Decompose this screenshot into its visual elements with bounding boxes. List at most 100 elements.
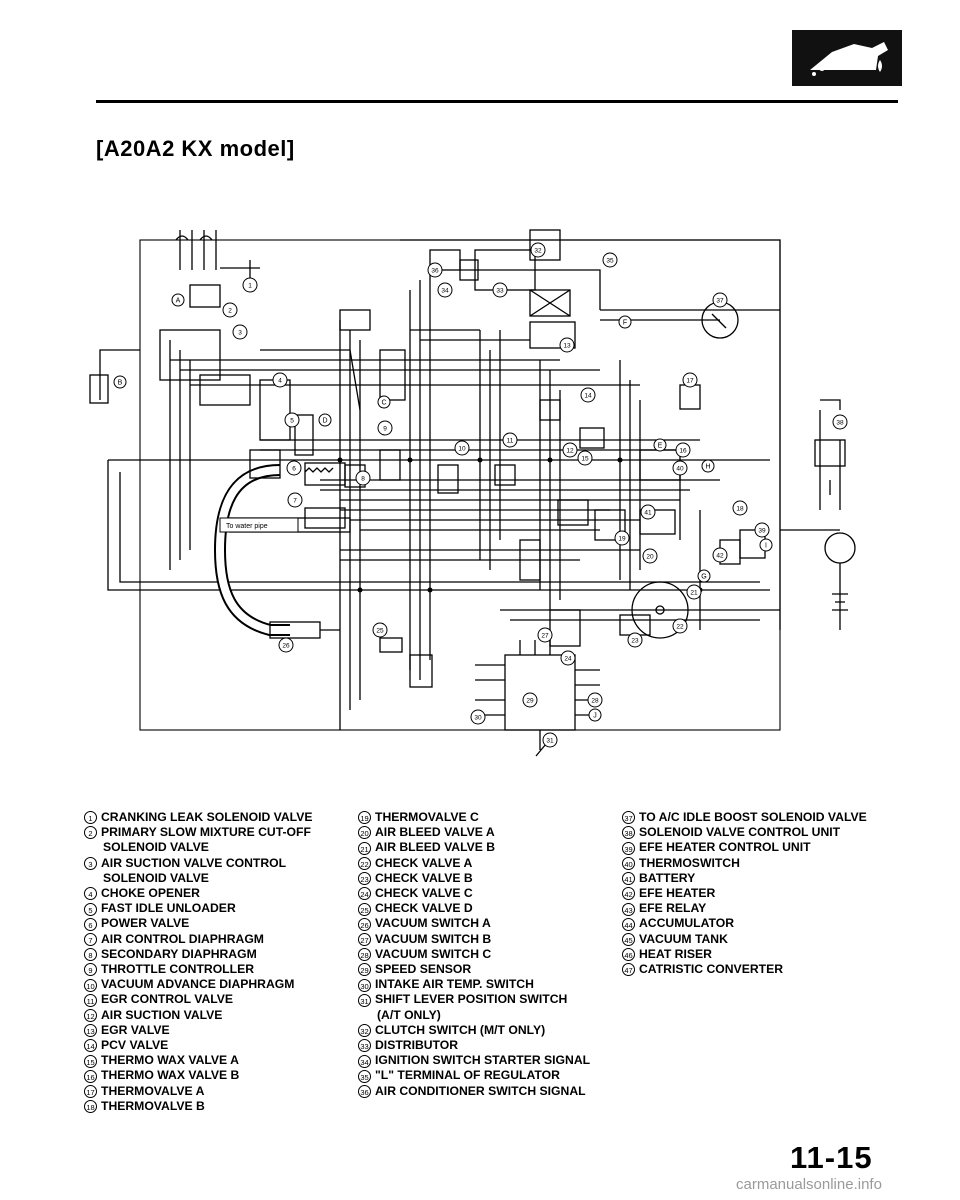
legend-item-number: 47 xyxy=(622,963,635,977)
legend-item: 11 EGR CONTROL VALVE xyxy=(84,992,312,1007)
diagram-connector-letter: F xyxy=(623,320,627,327)
diagram-callout-number: 27 xyxy=(541,633,549,640)
legend-item: 15 THERMO WAX VALVE A xyxy=(84,1053,312,1068)
legend-item-label: EFE HEATER xyxy=(639,886,716,901)
legend-item-number: 31 xyxy=(358,993,371,1007)
legend-item-number: 12 xyxy=(84,1008,97,1022)
legend-item-number: 32 xyxy=(358,1024,371,1038)
legend-item-number: 26 xyxy=(358,917,371,931)
legend-item-number: 40 xyxy=(622,856,635,870)
legend-item-number: 42 xyxy=(622,887,635,901)
legend-item-number: 27 xyxy=(358,932,371,946)
legend-item-number: 8 xyxy=(84,948,97,962)
legend-item-label: AIR BLEED VALVE A xyxy=(375,825,495,840)
legend-item-number: 7 xyxy=(84,932,97,946)
legend-item-number: 19 xyxy=(358,811,371,825)
legend-item-number: 21 xyxy=(358,841,371,855)
legend-item-number: 45 xyxy=(622,932,635,946)
legend-item-number: 44 xyxy=(622,917,635,931)
legend-item-label: SHIFT LEVER POSITION SWITCH xyxy=(375,992,568,1007)
legend-item-number: 9 xyxy=(84,963,97,977)
diagram-callout-number: 19 xyxy=(618,536,626,543)
legend-item-label: VACUUM SWITCH A xyxy=(375,916,491,931)
diagram-callout-number: 40 xyxy=(676,466,684,473)
legend-item-number: 38 xyxy=(622,826,635,840)
diagram-callout-number: 3 xyxy=(238,330,242,337)
legend-item-number: 18 xyxy=(84,1100,97,1114)
legend-item: 31 SHIFT LEVER POSITION SWITCH xyxy=(358,992,590,1007)
legend-item-label: CHOKE OPENER xyxy=(101,886,200,901)
diagram-callout-number: 21 xyxy=(690,590,698,597)
legend-item-label: THERMO WAX VALVE A xyxy=(101,1053,239,1068)
diagram-callout-number: 39 xyxy=(758,528,766,535)
legend-item-label: CLUTCH SWITCH (M/T ONLY) xyxy=(375,1022,546,1037)
diagram-callout-number: 13 xyxy=(563,343,571,350)
diagram-callout-number: 30 xyxy=(474,715,482,722)
diagram-callout-number: 37 xyxy=(716,298,724,305)
legend-item-label: CRANKING LEAK SOLENOID VALVE xyxy=(101,810,313,824)
diagram-callout-number: 9 xyxy=(383,426,387,433)
legend-item-number: 35 xyxy=(358,1069,371,1083)
diagram-connector-letter: C xyxy=(381,400,386,407)
legend-item-label: HEAT RISER xyxy=(639,946,712,961)
legend-item-label: PRIMARY SLOW MIXTURE CUT-OFF xyxy=(101,825,311,840)
legend-item-label: AIR SUCTION VALVE CONTROL xyxy=(101,855,287,870)
legend-item-label: DISTRIBUTOR xyxy=(375,1038,459,1053)
diagram-callout-number: 24 xyxy=(564,656,572,663)
diagram-callout-number: 4 xyxy=(278,378,282,385)
legend-item-label: THERMO WAX VALVE B xyxy=(101,1068,240,1083)
legend-item: 2 PRIMARY SLOW MIXTURE CUT-OFF xyxy=(84,825,312,840)
diagram-connector-letter: J xyxy=(593,713,597,720)
legend-item: SOLENOID VALVE xyxy=(84,840,312,855)
legend-item-number: 39 xyxy=(622,841,635,855)
legend-item: 21 AIR BLEED VALVE B xyxy=(358,840,590,855)
legend-item-label: EGR CONTROL VALVE xyxy=(101,992,234,1007)
diagram-callout-number: 33 xyxy=(496,288,504,295)
legend-item-label: SOLENOID VALVE xyxy=(103,870,209,885)
legend-item-number: 14 xyxy=(84,1039,97,1053)
diagram-callout-number: 25 xyxy=(376,628,384,635)
to-water-pipe-label: To water pipe xyxy=(226,523,268,530)
legend-item-label: AIR BLEED VALVE B xyxy=(375,840,496,855)
legend-item-label: SOLENOID VALVE CONTROL UNIT xyxy=(639,825,841,840)
legend-item: 39 EFE HEATER CONTROL UNIT xyxy=(622,840,867,855)
footer-watermark: carmanualsonline.info xyxy=(736,1176,882,1193)
legend-item-number: 36 xyxy=(358,1084,371,1098)
diagram-connector-letter: I xyxy=(765,543,767,550)
legend-item-label: (A/T ONLY) xyxy=(377,1007,441,1022)
legend-item-label: CHECK VALVE B xyxy=(375,870,473,885)
legend-item-label: THERMOVALVE A xyxy=(101,1083,205,1098)
legend-item-number: 16 xyxy=(84,1069,97,1083)
diagram-callout-number: 34 xyxy=(441,288,449,295)
legend-item-number: 3 xyxy=(84,856,97,870)
diagram-callout-number: 23 xyxy=(631,638,639,645)
legend-item-label: CATRISTIC CONVERTER xyxy=(639,962,783,977)
legend-item-number: 15 xyxy=(84,1054,97,1068)
legend-item-label: EFE RELAY xyxy=(639,901,707,916)
legend-item: 47 CATRISTIC CONVERTER xyxy=(622,962,867,977)
legend-item-number: 11 xyxy=(84,993,97,1007)
diagram-connector-letter: B xyxy=(118,380,123,387)
legend-item-label: EFE HEATER CONTROL UNIT xyxy=(639,840,811,855)
legend-item-number: 13 xyxy=(84,1024,97,1038)
legend-item-number: 24 xyxy=(358,887,371,901)
legend-item-number: 2 xyxy=(84,826,97,840)
legend-item-label: SECONDARY DIAPHRAGM xyxy=(101,946,257,961)
header-rule xyxy=(96,100,898,103)
